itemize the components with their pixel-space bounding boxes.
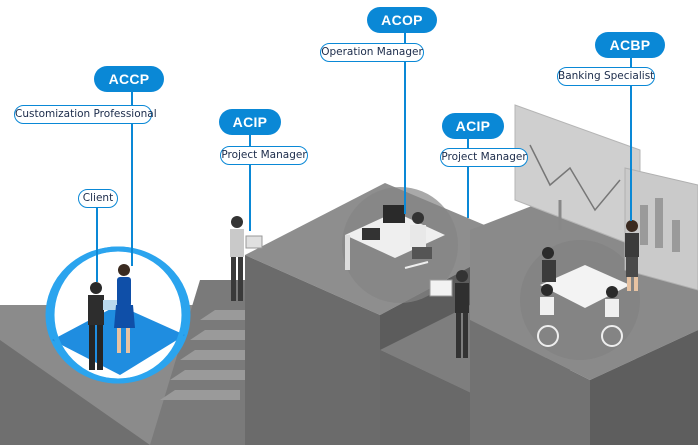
acop-connector xyxy=(404,31,406,214)
acip-right-badge: ACIP xyxy=(442,113,504,139)
main-platform-side xyxy=(0,330,150,445)
customization-professional-label: Customization Professional xyxy=(14,105,157,124)
project-manager-left-label: Project Manager xyxy=(220,146,308,165)
operation-manager-label: Operation Manager xyxy=(320,43,424,62)
acip-left-badge: ACIP xyxy=(219,109,281,135)
client-label: Client xyxy=(78,189,118,208)
customization-professional-figure xyxy=(114,264,135,353)
accp-badge: ACCP xyxy=(94,66,164,92)
acbp-connector xyxy=(630,56,632,221)
client-connector xyxy=(96,207,98,282)
acbp-badge: ACBP xyxy=(595,32,665,58)
operation-platform-front xyxy=(245,255,380,445)
project-manager-left-figure xyxy=(230,216,263,301)
client-man-figure xyxy=(88,282,117,370)
project-manager-right-label: Project Manager xyxy=(440,148,528,167)
left-staircase xyxy=(150,280,252,445)
banking-specialist-label: Banking Specialist xyxy=(557,67,655,86)
acop-badge: ACOP xyxy=(367,7,437,33)
meeting-table xyxy=(537,247,630,347)
acip-left-connector xyxy=(249,133,251,231)
accp-connector xyxy=(131,89,133,266)
acip-right-connector xyxy=(467,138,469,218)
operation-manager-desk xyxy=(345,205,445,270)
banking-specialist-figure xyxy=(625,220,639,291)
project-manager-right-figure xyxy=(429,270,469,358)
